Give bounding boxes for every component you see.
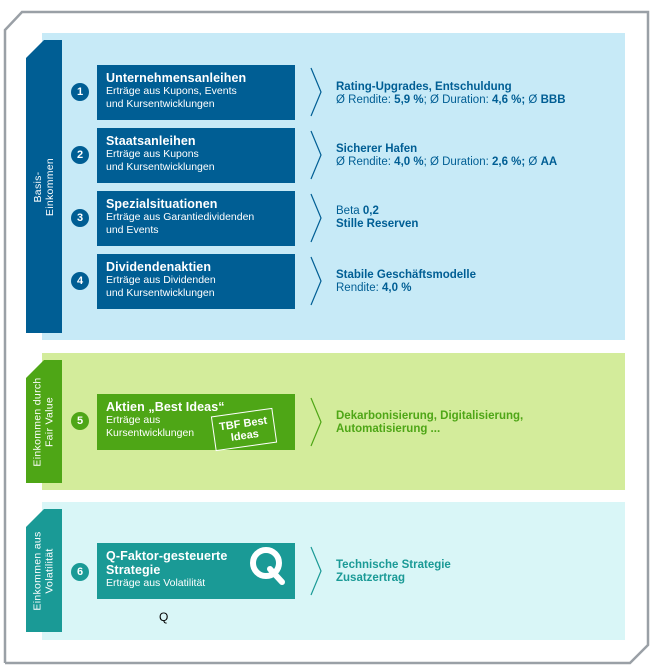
number-badge: 2 xyxy=(71,146,89,164)
card-dividendenaktien: Dividendenaktien Erträge aus Dividenden … xyxy=(97,254,295,309)
desc-dividendenaktien: Stabile Geschäftsmodelle Rendite: 4,0 % xyxy=(336,269,476,294)
chevron-right-icon xyxy=(310,67,322,117)
chevron-right-icon xyxy=(310,397,322,447)
number-badge: 6 xyxy=(71,563,89,581)
card-spezialsituationen: Spezialsituationen Erträge aus Garantied… xyxy=(97,191,295,246)
side-label: Basis- Einkommen xyxy=(32,157,57,216)
q-caption: Q xyxy=(159,610,169,624)
card-staatsanleihen: Staatsanleihen Erträge aus Kupons und Ku… xyxy=(97,128,295,183)
card-unternehmensanleihen: Unternehmensanleihen Erträge aus Kupons,… xyxy=(97,65,295,120)
desc-unternehmensanleihen: Rating-Upgrades, Entschuldung Ø Rendite:… xyxy=(336,81,566,106)
desc-spezialsituationen: Beta 0,2 Stille Reserven xyxy=(336,205,419,230)
number-badge: 4 xyxy=(71,272,89,290)
chevron-right-icon xyxy=(310,193,322,243)
chevron-right-icon xyxy=(310,130,322,180)
number-badge: 3 xyxy=(71,209,89,227)
side-tab-volatilitaet: Einkommen aus Volatilität xyxy=(26,509,62,632)
q-letter-icon xyxy=(250,547,285,585)
side-tab-basis-einkommen: Basis- Einkommen xyxy=(26,40,62,333)
side-tab-fair-value: Einkommen durch Fair Value xyxy=(26,360,62,483)
side-label: Einkommen durch Fair Value xyxy=(32,376,56,467)
side-label: Einkommen aus Volatilität xyxy=(32,530,56,611)
number-badge: 5 xyxy=(71,412,89,430)
chevron-right-icon xyxy=(310,546,322,596)
desc-q-faktor-strategie: Technische Strategie Zusatzertrag xyxy=(336,559,451,584)
card-aktien-best-ideas: Aktien „Best Ideas“ Erträge aus Kursentw… xyxy=(97,394,295,450)
desc-staatsanleihen: Sicherer Hafen Ø Rendite: 4,0 %; Ø Durat… xyxy=(336,143,558,168)
chevron-right-icon xyxy=(310,256,322,306)
number-badge: 1 xyxy=(71,83,89,101)
desc-aktien-best-ideas: Dekarbonisierung, Digitalisierung, Autom… xyxy=(336,410,524,435)
